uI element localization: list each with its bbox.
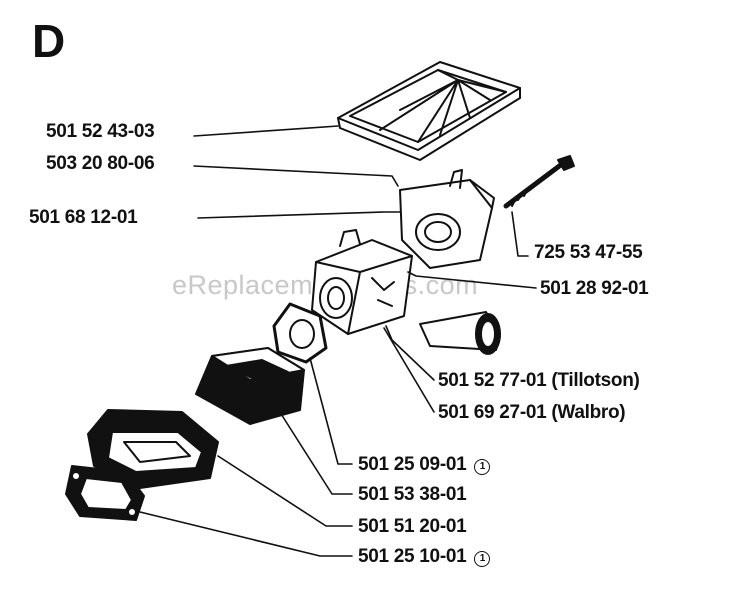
carburetor-drawing <box>311 229 413 335</box>
screw-drawing <box>503 155 575 209</box>
part-label-intake-adapter: 501 68 12-01 <box>29 207 138 228</box>
part-label-intake-boot: 501 51 20-01 <box>358 516 467 537</box>
part-label-carburetor-walbro: 501 69 27-01 (Walbro) <box>438 402 626 423</box>
air-filter-drawing <box>337 61 521 161</box>
part-label-bottom-gasket: 501 25 10-01 1 <box>358 546 491 567</box>
part-label-gasket-top: 503 20 80-06 <box>46 153 155 174</box>
insulator-drawing <box>195 347 305 425</box>
intake-boot-drawing <box>87 409 219 489</box>
part-label-screw: 725 53 47-55 <box>534 242 643 263</box>
bottom-gasket-drawing <box>65 465 145 521</box>
part-number: 501 25 09-01 <box>358 454 467 475</box>
fuel-filter-drawing <box>419 311 501 355</box>
note-marker-icon: 1 <box>474 459 491 475</box>
part-label-insulator: 501 53 38-01 <box>358 484 467 505</box>
intake-adapter-drawing <box>399 169 495 269</box>
part-label-carburetor-tillotson: 501 52 77-01 (Tillotson) <box>438 370 640 391</box>
leader-lines <box>139 125 537 557</box>
part-label-air-filter: 501 52 43-03 <box>46 121 155 142</box>
note-marker-icon: 1 <box>474 551 491 567</box>
section-letter: D <box>32 15 66 67</box>
part-label-carb-gasket: 501 25 09-01 1 <box>358 454 491 475</box>
part-number: 501 25 10-01 <box>358 546 467 567</box>
carb-gasket-drawing <box>272 302 328 364</box>
part-label-fuel-filter: 501 28 92-01 <box>540 278 649 299</box>
